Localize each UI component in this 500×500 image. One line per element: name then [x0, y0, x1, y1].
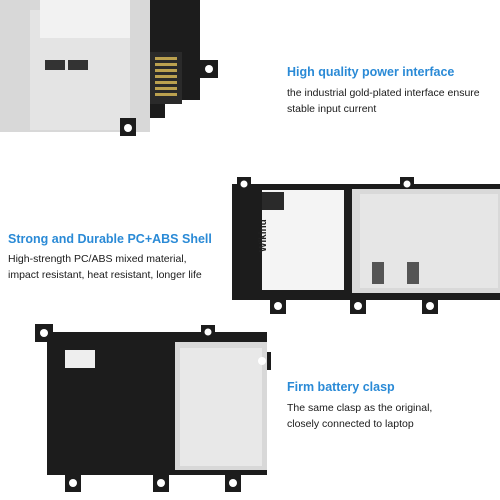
feature-description: High-strength PC/ABS mixed material, imp…	[8, 251, 202, 283]
feature-title: Strong and Durable PC+ABS Shell	[8, 232, 212, 246]
feature-description: The same clasp as the original, closely …	[287, 400, 432, 432]
feature-line: the industrial gold-plated interface ens…	[287, 87, 480, 99]
feature-line: stable input current	[287, 103, 377, 115]
feature-line: impact resistant, heat resistant, longer…	[8, 269, 202, 281]
feature-title: High quality power interface	[287, 65, 455, 79]
battery-connector-photo	[0, 0, 218, 136]
battery-full-photo: Wikinu	[232, 177, 500, 314]
feature-line: High-strength PC/ABS mixed material,	[8, 253, 187, 265]
feature-title: Firm battery clasp	[287, 380, 395, 394]
feature-line: closely connected to laptop	[287, 418, 414, 430]
battery-back-photo	[35, 324, 271, 492]
feature-line: The same clasp as the original,	[287, 402, 433, 414]
feature-description: the industrial gold-plated interface ens…	[287, 85, 480, 117]
brand-logo-text: Wikinu	[258, 219, 269, 252]
